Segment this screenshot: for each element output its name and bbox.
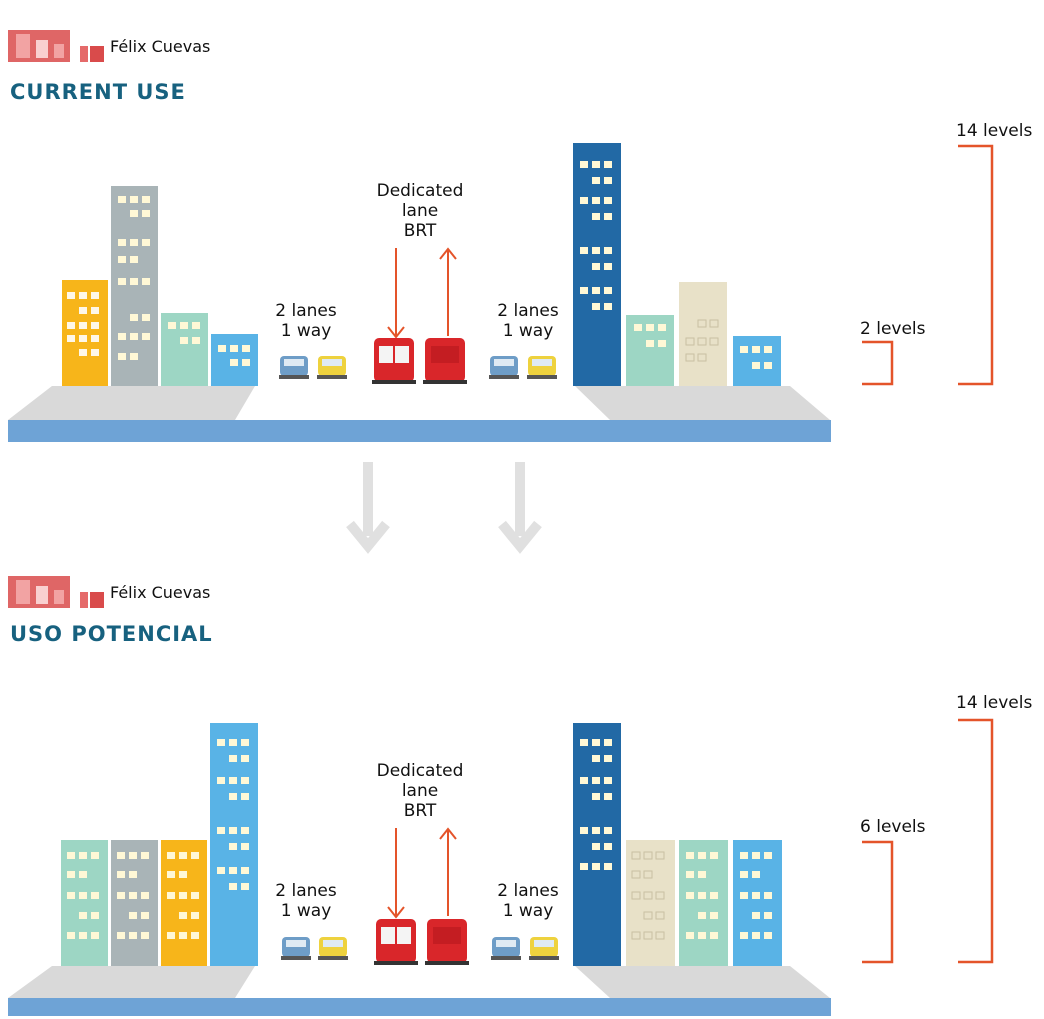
building-orange — [161, 840, 207, 966]
brt-direction-arrows — [387, 827, 457, 919]
brt-label-line3: BRT — [404, 801, 437, 821]
street-diagram-potential: 2 lanes 1 way 2 lanes 1 way Dedicated la… — [8, 693, 1032, 1016]
bus-icon — [425, 919, 469, 965]
station-name: Félix Cuevas — [110, 582, 211, 602]
building-mint — [679, 840, 728, 966]
lane-label-left-line1: 2 lanes — [275, 881, 337, 901]
building-navy-tall — [573, 723, 621, 966]
station-header-top: Félix Cuevas — [8, 30, 210, 62]
bracket-tall — [958, 144, 994, 386]
bracket-tall-label: 14 levels — [956, 693, 1032, 713]
bracket-short-label: 6 levels — [860, 817, 926, 837]
sidewalk-left — [8, 386, 255, 420]
car-icon — [317, 356, 347, 379]
car-icon — [489, 356, 519, 379]
lane-label-right-line2: 1 way — [503, 901, 554, 921]
car-icon — [281, 937, 311, 960]
brt-label-line2: lane — [402, 781, 438, 801]
lane-label-right-line1: 2 lanes — [497, 301, 559, 321]
bracket-tall — [958, 718, 994, 964]
car-icon — [529, 937, 559, 960]
car-icon — [527, 356, 557, 379]
metrobus-logo — [8, 30, 104, 62]
sidewalk-right — [575, 386, 830, 420]
street-diagram-current: 2 lanes 1 way 2 lanes 1 way Dedicated la… — [8, 121, 1032, 442]
sidewalk-left — [8, 966, 255, 998]
building-sky-tall — [210, 723, 258, 966]
bus-icon — [372, 338, 416, 384]
brt-label-line3: BRT — [404, 221, 437, 241]
station-name: Félix Cuevas — [110, 36, 211, 56]
lane-label-right-line2: 1 way — [503, 321, 554, 341]
building-gray-tall — [111, 186, 158, 386]
station-header-bottom: Félix Cuevas — [8, 576, 210, 608]
metrobus-logo — [8, 576, 104, 608]
car-icon — [318, 937, 348, 960]
bracket-short — [862, 840, 894, 964]
bracket-short-label: 2 levels — [860, 319, 926, 339]
brt-label-line1: Dedicated — [377, 181, 464, 201]
bracket-short — [862, 340, 894, 386]
brt-label-line1: Dedicated — [377, 761, 464, 781]
bracket-tall-label: 14 levels — [956, 121, 1032, 141]
bus-icon — [374, 919, 418, 965]
building-beige — [626, 840, 675, 966]
sidewalk-right — [575, 966, 830, 998]
lane-label-right-line1: 2 lanes — [497, 881, 559, 901]
building-orange — [62, 280, 108, 386]
transition-arrows — [346, 462, 542, 554]
building-beige — [679, 282, 727, 386]
lane-label-left-line2: 1 way — [281, 321, 332, 341]
road-base — [8, 998, 831, 1016]
building-sky — [211, 334, 258, 386]
building-gray — [111, 840, 158, 966]
building-navy-tall — [573, 143, 621, 386]
building-sky — [733, 840, 782, 966]
building-mint — [626, 315, 674, 386]
section-heading: USO POTENCIAL — [10, 622, 213, 646]
road-base — [8, 420, 831, 442]
car-icon — [279, 356, 309, 379]
building-mint — [61, 840, 108, 966]
brt-label-line2: lane — [402, 201, 438, 221]
building-sky — [733, 336, 781, 386]
building-mint — [161, 313, 208, 386]
section-heading: CURRENT USE — [10, 80, 186, 104]
lane-label-left-line2: 1 way — [281, 901, 332, 921]
brt-direction-arrows — [387, 247, 457, 339]
car-icon — [491, 937, 521, 960]
bus-icon — [423, 338, 467, 384]
lane-label-left-line1: 2 lanes — [275, 301, 337, 321]
